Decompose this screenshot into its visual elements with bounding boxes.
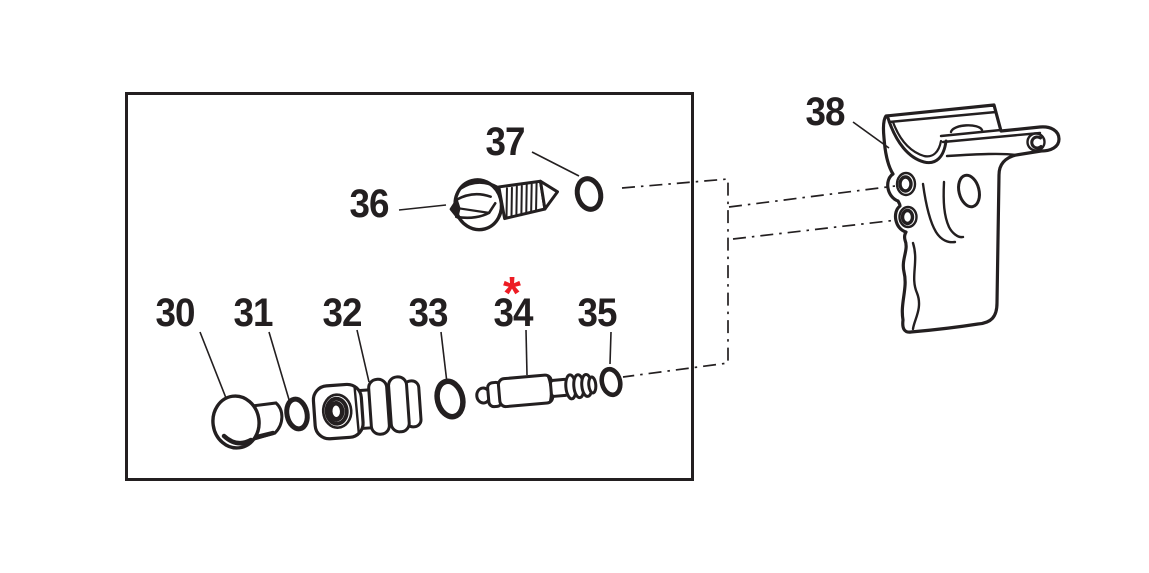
screw-threads <box>505 181 538 219</box>
part-label-35: 35 <box>577 291 617 335</box>
dashline-orings-to-corner <box>621 178 729 378</box>
valve-bore-mid <box>324 396 349 426</box>
leader-35 <box>609 331 612 365</box>
leader-33 <box>440 331 448 384</box>
part-label-33: 33 <box>408 291 448 335</box>
leader-30 <box>199 331 227 399</box>
o-rings <box>284 176 623 432</box>
oring-33-illustration <box>434 378 466 420</box>
part-label-36: 36 <box>349 182 389 226</box>
screw-slot-inner <box>458 207 491 214</box>
valve-bore-thread <box>327 400 345 422</box>
valve-rib-1 <box>367 377 391 436</box>
part-label-38: 38 <box>805 90 845 134</box>
valve-pin-34-illustration <box>475 373 598 409</box>
grip-arm-edges <box>939 128 1042 158</box>
plug-30-illustration <box>211 394 284 450</box>
part-label-31: 31 <box>233 291 273 335</box>
grip-frame-38-illustration <box>881 103 1061 334</box>
grip-arm-screw-hole-inner <box>1030 135 1043 150</box>
leader-lines <box>199 121 890 404</box>
grip-front-seam <box>911 241 921 331</box>
grip-trigger-channel <box>921 180 965 244</box>
parts-group-box <box>125 92 694 481</box>
part-label-30: 30 <box>155 291 195 335</box>
grip-trigger-slot <box>957 173 981 209</box>
oring-31-illustration <box>284 396 310 432</box>
valve-body-32-illustration <box>311 375 423 441</box>
oring-37-illustration <box>574 176 604 212</box>
pin-body <box>496 373 555 409</box>
grip-plate-edge <box>887 110 998 124</box>
screw-36-illustration <box>449 178 559 232</box>
grip-lower-hole-thread <box>900 208 915 226</box>
leader-32 <box>356 329 370 383</box>
oring-35-illustration <box>599 366 623 398</box>
grip-saddle <box>886 116 948 165</box>
leader-34 <box>525 329 528 376</box>
part-label-34: 34 <box>493 291 533 335</box>
valve-bore-outer <box>321 393 353 429</box>
valve-nut-facet <box>353 386 361 434</box>
valve-nut <box>311 382 365 441</box>
dashline-to-upper-hole <box>728 185 896 208</box>
grip-saddle-inner <box>891 120 943 158</box>
valve-rib-2 <box>387 375 411 434</box>
part-label-37: 37 <box>485 120 525 164</box>
grip-plate-knob <box>949 124 984 134</box>
leader-38 <box>852 121 890 149</box>
screw-slot-top <box>455 192 492 201</box>
part-label-32: 32 <box>322 291 362 335</box>
grip-upper-hole-thread <box>898 175 913 193</box>
leader-37 <box>531 151 580 177</box>
screw-head-rim <box>459 180 501 190</box>
leader-31 <box>268 331 291 404</box>
screw-tip <box>538 179 559 211</box>
pin-end <box>587 375 598 395</box>
screw-slot-mouth <box>449 198 461 219</box>
assembly-alignment-lines <box>621 178 898 378</box>
plug-dome-highlight <box>221 433 254 446</box>
footnote-asterisk: * <box>503 267 521 319</box>
dashline-to-lower-hole <box>732 219 898 240</box>
leader-36 <box>398 204 447 211</box>
